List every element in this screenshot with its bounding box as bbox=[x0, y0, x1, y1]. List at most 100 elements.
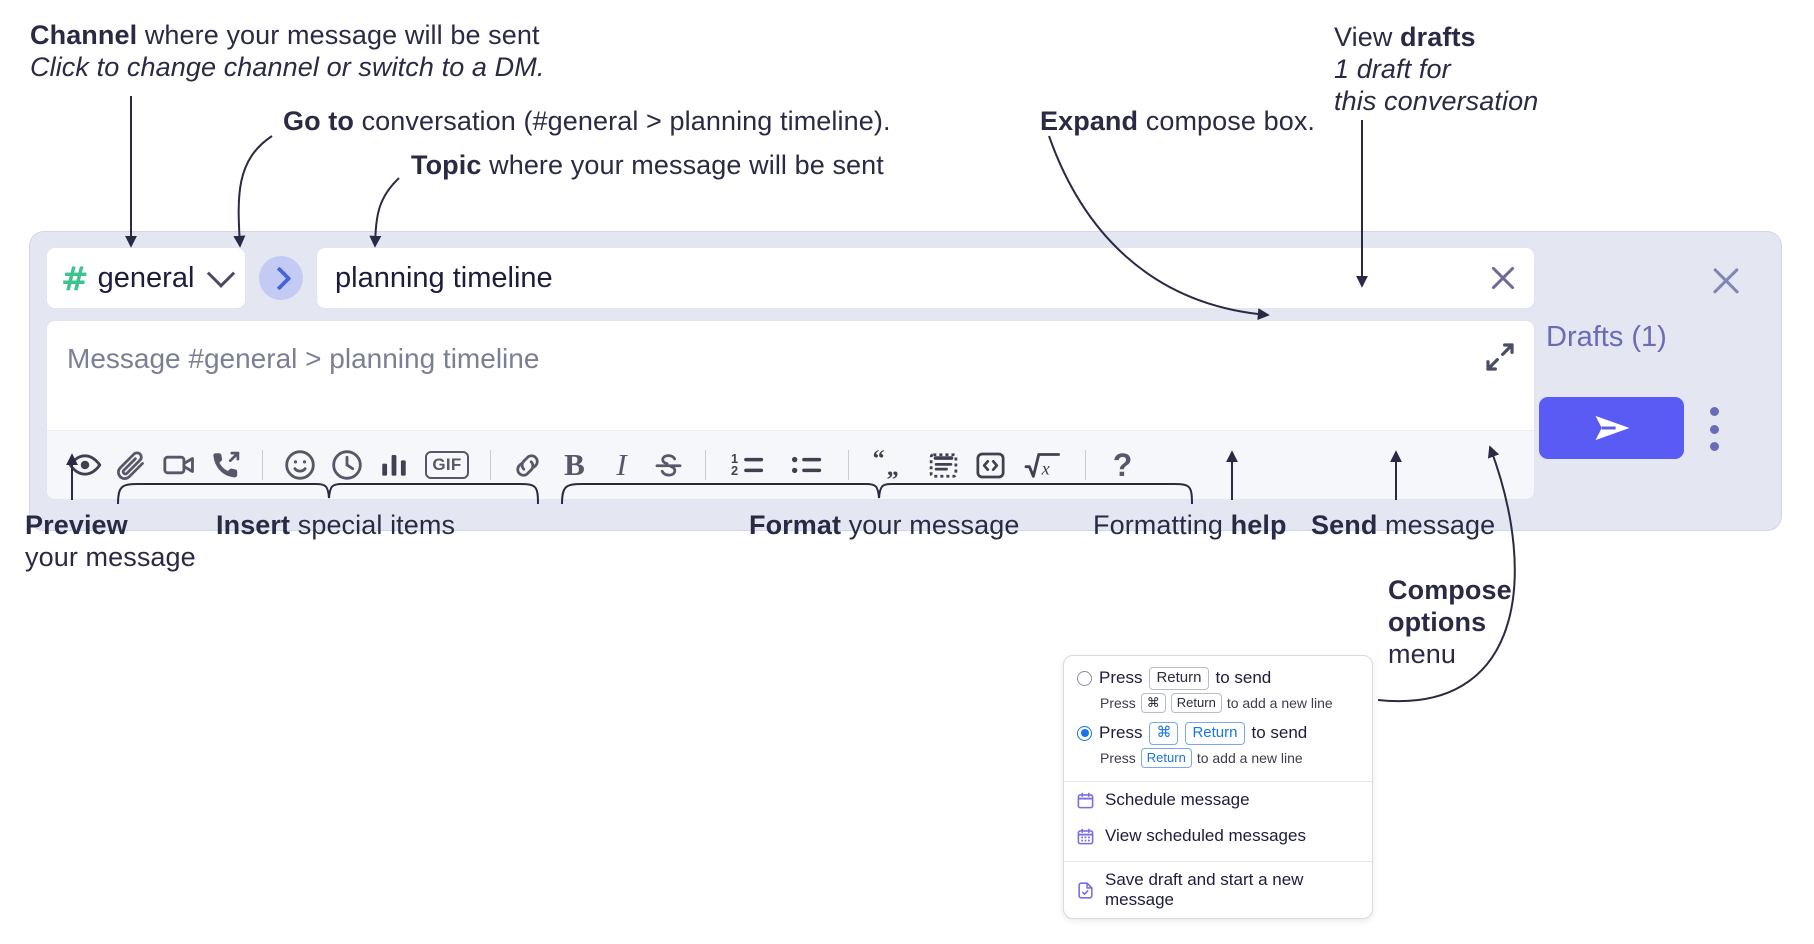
link-icon[interactable] bbox=[504, 442, 551, 489]
drafts-link[interactable]: Drafts (1) bbox=[1546, 321, 1667, 353]
annotation-drafts-bold: drafts bbox=[1400, 22, 1476, 52]
send-button[interactable] bbox=[1539, 397, 1684, 459]
close-icon[interactable] bbox=[1488, 263, 1518, 293]
annotation-channel-rest: where your message will be sent bbox=[137, 20, 540, 50]
audio-call-icon[interactable] bbox=[202, 442, 249, 489]
calendar-icon bbox=[1076, 791, 1095, 810]
svg-text:“: “ bbox=[873, 448, 885, 472]
clock-icon[interactable] bbox=[323, 442, 370, 489]
menu-divider bbox=[1064, 781, 1372, 782]
sub-prefix: Press bbox=[1100, 749, 1136, 766]
compose-rail: Drafts (1) bbox=[1519, 232, 1781, 530]
annotation-compose-options-rest: menu bbox=[1388, 638, 1456, 669]
calendar-grid-icon bbox=[1076, 827, 1095, 846]
help-icon[interactable]: ? bbox=[1099, 442, 1146, 489]
menu-item-label: View scheduled messages bbox=[1105, 826, 1306, 845]
menu-item-label: Save draft and start a new message bbox=[1105, 870, 1304, 909]
bulleted-list-icon[interactable] bbox=[777, 442, 835, 489]
annotation-insert: Insert special items bbox=[216, 510, 455, 542]
radio-unselected-icon[interactable] bbox=[1077, 670, 1092, 686]
topic-input[interactable]: planning timeline bbox=[316, 247, 1535, 309]
video-icon[interactable] bbox=[155, 442, 202, 489]
annotation-send-bold: Send bbox=[1311, 510, 1378, 540]
annotation-topic-rest: where your message will be sent bbox=[481, 150, 884, 180]
annotation-expand-rest: compose box. bbox=[1138, 106, 1316, 136]
menu-item-schedule-message[interactable]: Schedule message bbox=[1064, 782, 1372, 818]
svg-text:„: „ bbox=[887, 455, 899, 481]
channel-selector[interactable]: # general bbox=[46, 247, 246, 309]
sub-suffix: to add a new line bbox=[1226, 694, 1333, 711]
emoji-icon[interactable] bbox=[276, 442, 323, 489]
ordered-list-icon[interactable]: 1 2 bbox=[719, 442, 777, 489]
toolbar-separator bbox=[262, 450, 263, 480]
annotation-preview-rest: your message bbox=[25, 541, 196, 572]
blockquote-icon[interactable]: “ „ bbox=[862, 442, 920, 489]
menu-item-view-scheduled[interactable]: View scheduled messages bbox=[1064, 818, 1372, 854]
send-option-return[interactable]: Press Return to send bbox=[1064, 664, 1372, 690]
chevron-down-icon bbox=[206, 259, 236, 288]
key-return: Return bbox=[1149, 667, 1209, 690]
italic-icon[interactable]: I bbox=[598, 442, 645, 489]
annotation-drafts-italic2: this conversation bbox=[1334, 85, 1539, 116]
annotation-help-rest: Formatting bbox=[1093, 510, 1231, 540]
key-return: Return bbox=[1185, 722, 1245, 745]
compose-box: # general planning timeline Message #gen… bbox=[30, 232, 1781, 530]
channel-name: general bbox=[97, 261, 195, 294]
hash-icon: # bbox=[61, 258, 89, 298]
menu-item-save-draft[interactable]: Save draft and start a new message bbox=[1064, 862, 1372, 918]
compose-options-menu: Press Return to send Press ⌘ Return to a… bbox=[1063, 655, 1373, 919]
radio-selected-icon[interactable] bbox=[1077, 725, 1092, 741]
annotation-channel-italic: Click to change channel or switch to a D… bbox=[30, 51, 545, 82]
annotation-preview-bold: Preview bbox=[25, 510, 128, 540]
send-option-cmd-return[interactable]: Press ⌘ Return to send bbox=[1064, 719, 1372, 745]
toolbar-separator bbox=[848, 450, 849, 480]
annotation-drafts-rest: View bbox=[1334, 22, 1401, 52]
chevron-right-icon bbox=[266, 265, 292, 291]
close-icon[interactable] bbox=[1709, 264, 1743, 298]
expand-icon[interactable] bbox=[1484, 341, 1516, 373]
option-prefix: Press bbox=[1099, 668, 1143, 688]
send-icon bbox=[1595, 415, 1629, 441]
annotation-help: Formatting help bbox=[1093, 510, 1287, 542]
option-suffix: to send bbox=[1251, 723, 1308, 743]
poll-icon[interactable] bbox=[370, 442, 417, 489]
compose-inner: # general planning timeline Message #gen… bbox=[46, 247, 1535, 500]
help-label: ? bbox=[1112, 446, 1133, 483]
annotation-topic-bold: Topic bbox=[411, 150, 482, 180]
toolbar-separator bbox=[490, 450, 491, 480]
annotation-expand-bold: Expand bbox=[1040, 106, 1139, 136]
gif-icon[interactable]: GIF bbox=[417, 442, 477, 489]
key-command: ⌘ bbox=[1140, 692, 1166, 713]
toolbar-separator bbox=[1085, 450, 1086, 480]
more-options-icon[interactable] bbox=[1709, 407, 1719, 451]
annotation-topic: Topic where your message will be sent bbox=[411, 150, 884, 182]
latex-icon[interactable]: x bbox=[1014, 442, 1072, 489]
key-command: ⌘ bbox=[1149, 722, 1179, 745]
annotation-channel-bold: Channel bbox=[30, 20, 138, 50]
key-return: Return bbox=[1140, 747, 1192, 768]
annotation-compose-options: Compose options menu bbox=[1388, 575, 1512, 671]
topic-value: planning timeline bbox=[335, 261, 553, 294]
sub-prefix: Press bbox=[1100, 694, 1136, 711]
key-return: Return bbox=[1170, 692, 1222, 713]
svg-text:2: 2 bbox=[731, 463, 738, 478]
go-to-conversation-button[interactable] bbox=[259, 256, 303, 300]
inline-code-icon[interactable] bbox=[967, 442, 1014, 489]
annotation-send-rest: message bbox=[1377, 510, 1496, 540]
attachment-icon[interactable] bbox=[108, 442, 155, 489]
annotation-format-bold: Format bbox=[749, 510, 842, 540]
annotation-goto-rest: conversation (#general > planning timeli… bbox=[353, 106, 891, 136]
preview-icon[interactable] bbox=[61, 442, 108, 489]
send-option-cmd-return-sub: Press Return to add a new line bbox=[1064, 745, 1372, 774]
formatting-toolbar: GIF B I bbox=[47, 430, 1534, 499]
bold-icon[interactable]: B bbox=[551, 442, 598, 489]
annotation-goto: Go to conversation (#general > planning … bbox=[283, 106, 891, 138]
send-option-return-sub: Press ⌘ Return to add a new line bbox=[1064, 690, 1372, 719]
strikethrough-icon[interactable] bbox=[645, 442, 692, 489]
annotation-drafts: View drafts 1 draft for this conversatio… bbox=[1334, 22, 1538, 118]
message-placeholder: Message #general > planning timeline bbox=[67, 343, 540, 374]
code-block-icon[interactable] bbox=[920, 442, 967, 489]
annotation-insert-bold: Insert bbox=[216, 510, 291, 540]
message-input-area[interactable]: Message #general > planning timeline bbox=[46, 320, 1535, 500]
annotation-preview: Preview your message bbox=[25, 510, 196, 574]
